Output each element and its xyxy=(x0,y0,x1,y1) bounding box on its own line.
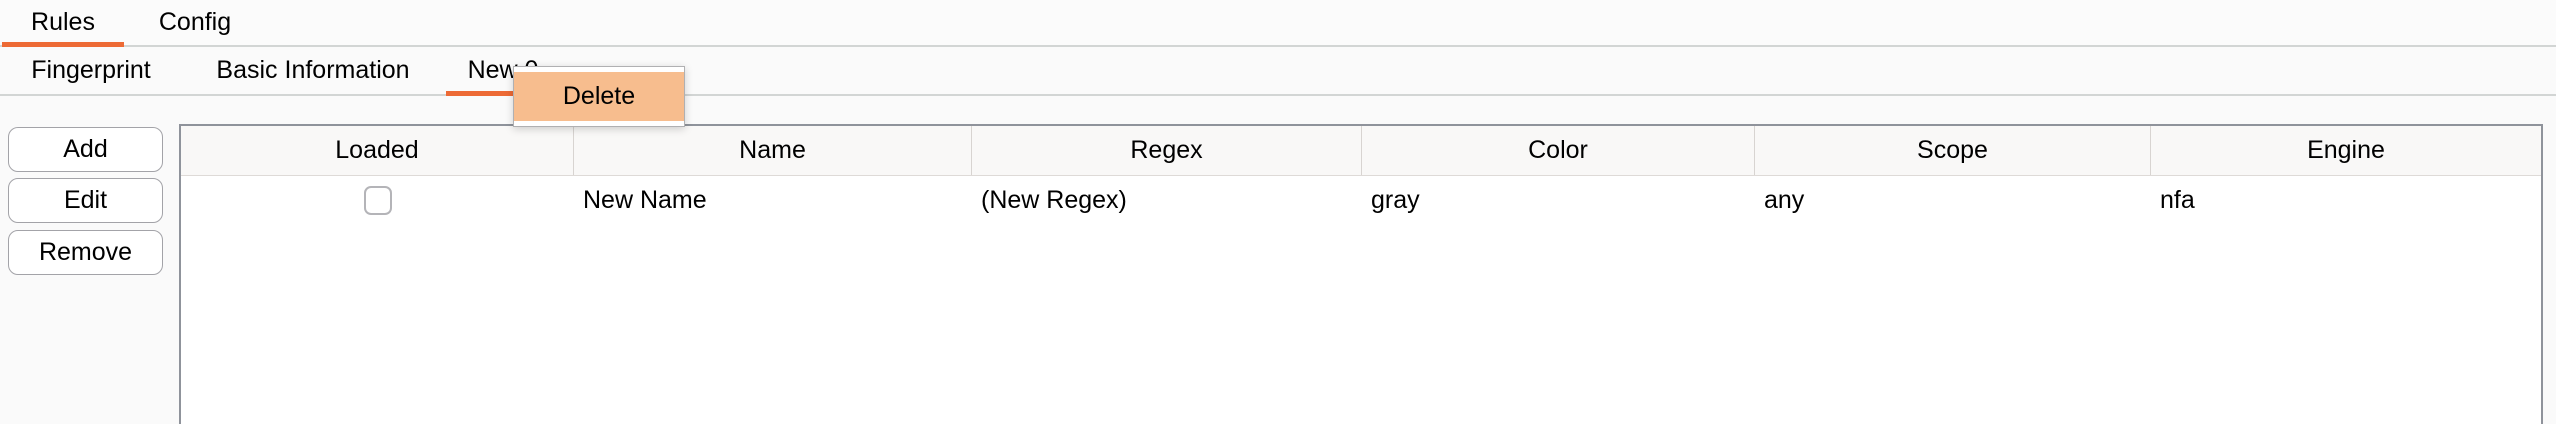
table-header-row: Loaded Name Regex Color Scope Engine xyxy=(181,126,2541,176)
secondary-tab-bar: Fingerprint Basic Information New 0 xyxy=(0,47,2556,96)
primary-tab-bar: Rules Config xyxy=(0,0,2556,47)
column-header-engine[interactable]: Engine xyxy=(2307,136,2385,164)
edit-button[interactable]: Edit xyxy=(8,178,163,223)
loaded-checkbox[interactable] xyxy=(363,185,392,215)
menu-item-delete[interactable]: Delete xyxy=(514,72,684,121)
column-header-name[interactable]: Name xyxy=(574,126,972,175)
tab-basic-information[interactable]: Basic Information xyxy=(186,47,440,94)
tab-fingerprint-label: Fingerprint xyxy=(31,56,151,84)
column-header-regex[interactable]: Regex xyxy=(972,126,1362,175)
column-header-scope[interactable]: Scope xyxy=(1755,126,2151,175)
scope-cell: any xyxy=(1764,186,1805,214)
name-cell: New Name xyxy=(583,186,707,214)
tab-basic-information-label: Basic Information xyxy=(216,56,410,84)
column-header-loaded[interactable]: Loaded xyxy=(181,126,574,175)
tab-rules[interactable]: Rules xyxy=(2,0,124,47)
context-menu: Delete xyxy=(513,66,685,127)
rules-table: Loaded Name Regex Color Scope Engine New… xyxy=(179,124,2543,424)
loaded-cell xyxy=(181,176,574,224)
regex-cell: (New Regex) xyxy=(981,186,1127,214)
tab-config[interactable]: Config xyxy=(128,0,262,45)
table-row[interactable]: New Name (New Regex) gray any nfa xyxy=(181,176,2541,224)
remove-button[interactable]: Remove xyxy=(8,230,163,275)
tab-rules-label: Rules xyxy=(31,8,95,36)
color-cell: gray xyxy=(1371,186,1420,214)
tab-config-label: Config xyxy=(158,8,232,36)
add-button[interactable]: Add xyxy=(8,127,163,172)
tab-fingerprint[interactable]: Fingerprint xyxy=(8,47,174,94)
engine-cell: nfa xyxy=(2160,186,2195,214)
column-header-color[interactable]: Color xyxy=(1362,126,1755,175)
